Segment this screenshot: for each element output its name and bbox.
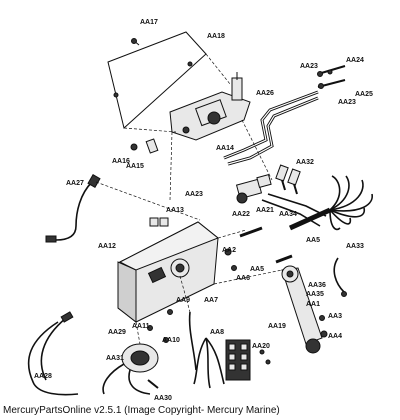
fasteners-aa9-aa11 [147, 309, 173, 343]
label-aa35: AA35 [306, 291, 324, 298]
control-handle [275, 254, 323, 354]
lead-aa27 [45, 173, 101, 243]
label-aa5-mid: AA5 [250, 266, 264, 273]
label-aa23-right: AA23 [338, 99, 356, 106]
lead-aa28 [27, 311, 79, 396]
label-aa31: AA31 [106, 355, 124, 362]
mechanism-bracket [169, 72, 251, 141]
small-parts-aa15-aa16 [130, 138, 159, 154]
label-aa16: AA16 [112, 158, 130, 165]
wiring-harness [288, 175, 373, 231]
label-aa30: AA30 [154, 395, 172, 402]
lead-aa33 [333, 257, 347, 297]
ignition-switch [235, 174, 272, 204]
small-parts-aa3-aa4 [319, 315, 328, 338]
label-aa28: AA28 [34, 373, 52, 380]
label-aa24: AA24 [346, 57, 364, 64]
label-aa15: AA15 [126, 163, 144, 170]
label-aa6: AA6 [236, 275, 250, 282]
label-aa12: AA12 [98, 243, 116, 250]
label-aa21: AA21 [256, 207, 274, 214]
label-aa2: AA2 [222, 247, 236, 254]
small-parts-aa2-aa6 [224, 248, 237, 271]
label-aa10: AA10 [162, 337, 180, 344]
part-labels: AA17 AA18 AA24 AA23 AA25 AA23 AA26 AA16 … [34, 19, 373, 402]
label-aa19: AA19 [268, 323, 286, 330]
label-aa29: AA29 [108, 329, 126, 336]
leads-aa7-aa8 [188, 311, 225, 389]
screws-aa20 [259, 349, 271, 365]
guide-lines [95, 53, 283, 345]
label-aa20: AA20 [252, 343, 270, 350]
ignition-keys [275, 164, 301, 195]
label-aa25: AA25 [355, 91, 373, 98]
label-aa23-mid: AA23 [185, 191, 203, 198]
label-aa3: AA3 [328, 313, 342, 320]
shaft-aa5 [239, 226, 263, 238]
terminal-block [225, 339, 251, 381]
label-aa8: AA8 [210, 329, 224, 336]
label-aa22: AA22 [232, 211, 250, 218]
bolts-aa23-aa25 [317, 65, 346, 89]
label-aa4: AA4 [328, 333, 342, 340]
control-cables [223, 90, 319, 166]
label-aa1: AA1 [306, 301, 320, 308]
label-aa9: AA9 [176, 297, 190, 304]
label-aa26: AA26 [256, 90, 274, 97]
label-aa7: AA7 [204, 297, 218, 304]
label-aa23-top: AA23 [300, 63, 318, 70]
label-aa5-top: AA5 [306, 237, 320, 244]
screw-aa17 [131, 38, 140, 46]
label-aa32: AA32 [296, 159, 314, 166]
label-aa17: AA17 [140, 19, 158, 26]
label-aa11: AA11 [132, 323, 150, 330]
label-aa27: AA27 [66, 180, 84, 187]
label-aa36: AA36 [308, 282, 326, 289]
warning-horn [102, 343, 159, 395]
label-aa33: AA33 [346, 243, 364, 250]
control-housing [117, 221, 219, 324]
label-aa34: AA34 [279, 211, 297, 218]
label-aa14: AA14 [216, 145, 234, 152]
label-aa13: AA13 [166, 207, 184, 214]
clip-aa13 [149, 217, 169, 227]
screw-aa30 [147, 379, 159, 389]
copyright-footer: MercuryPartsOnline v2.5.1 (Image Copyrig… [3, 405, 280, 416]
label-aa18: AA18 [207, 33, 225, 40]
